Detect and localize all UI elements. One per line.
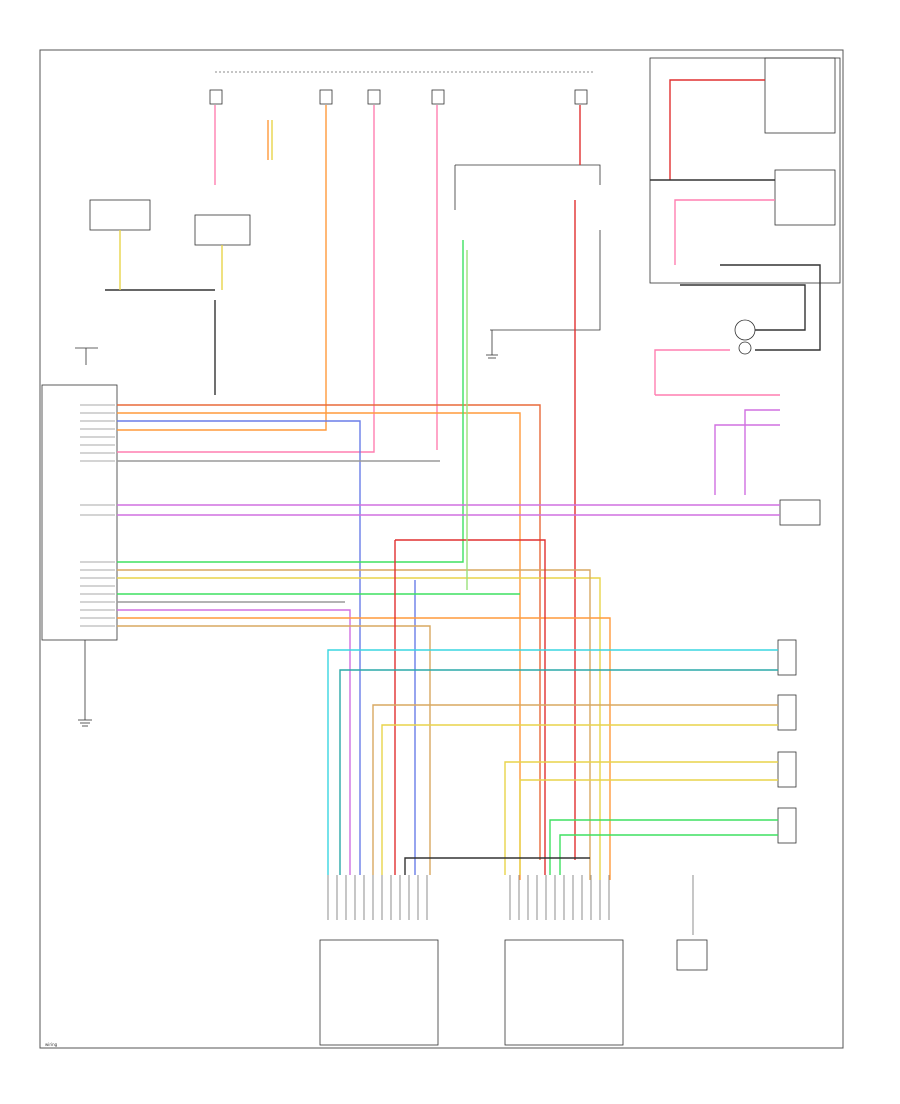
wire-orange-long [117,105,327,431]
wire-tan-mid [117,625,431,875]
wire-tan-1 [117,569,591,880]
fuse-2 [319,89,333,105]
left-bottom-connector [319,939,439,1046]
left-front-sensor [777,751,797,788]
right-front-sensor [777,639,797,676]
splice-connector [734,319,756,341]
wire-red-center [395,539,546,875]
left-rear-sensor [777,807,797,844]
ground-symbol-center [486,330,498,359]
wire-orange-mid [117,617,611,880]
brake-switch-box [194,214,251,246]
wire-orange-2 [117,412,521,880]
wire-green-lr [549,819,778,875]
wire-cyan-rf [327,649,778,875]
right-connector-module [779,499,821,526]
wire-yellow-rr [381,724,778,875]
controller-pin-ticks [80,404,115,627]
diagram-frame [39,49,844,1049]
wire-green-lr-2 [559,834,778,875]
ground-symbol-left [78,640,92,727]
diagram-id: wiring [45,1042,58,1047]
bottom-right-ground-block [676,939,708,971]
fuse-1 [209,89,223,105]
abs-controller-block [41,384,118,641]
left-relay-box [89,199,151,231]
wire-pink-long [117,105,375,453]
right-bottom-connector [504,939,624,1046]
wire-tan-rr [372,704,778,875]
wire-red-top [117,404,541,860]
wire-blue-1 [117,420,361,875]
wire-pink-rtop [674,199,775,265]
center-switch-bottom [490,230,601,331]
wire-black-right-3 [680,284,806,331]
fuse-3 [367,89,381,105]
left-rear-module [764,57,836,134]
wire-black-right-2 [720,264,821,351]
wire-black-bottom [404,857,590,875]
wire-yellow-1 [117,577,601,880]
wire-yellow-lf [504,761,778,875]
center-switch-frame [455,164,601,185]
right-rear-module [774,169,836,226]
wire-violet-right-2 [714,424,780,495]
wire-green-center [117,240,464,563]
bottom-connector-ticks [327,875,694,935]
right-rear-sensor [777,694,797,731]
antenna-symbol [75,347,98,365]
wire-pink-rtop-2 [654,349,730,395]
wire-red-rtop-1 [669,79,765,180]
wire-group [105,79,821,880]
fuse-group [209,89,588,105]
fuse-5 [574,89,588,105]
wire-yellow-lf-2 [519,779,778,875]
wire-teal-rf [339,669,778,875]
rear-module-frame [649,57,841,284]
wire-violet-right [744,409,780,495]
fuse-4 [431,89,445,105]
splice-connector-2 [738,341,752,355]
wire-violet-3 [117,609,351,875]
